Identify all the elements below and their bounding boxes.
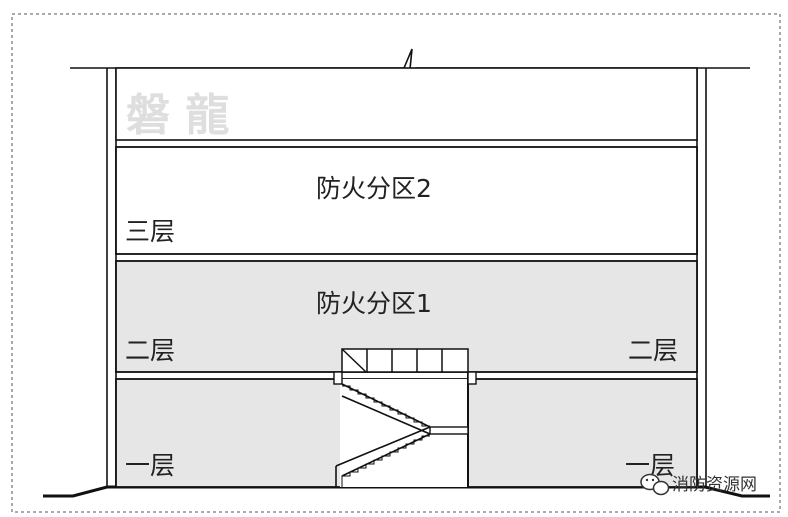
brand-text: 消防资源网 bbox=[672, 475, 757, 495]
floor-label-first-left: 一层 bbox=[125, 451, 175, 480]
stair-landing bbox=[429, 426, 469, 435]
floor-label-third: 三层 bbox=[125, 217, 175, 246]
floor-label-second-left: 二层 bbox=[125, 336, 175, 365]
fire-zone-2-area bbox=[115, 146, 698, 255]
fire-zone-2-label: 防火分区2 bbox=[316, 174, 432, 203]
dashed-frame bbox=[11, 13, 781, 513]
floor-label-second-right: 二层 bbox=[628, 336, 678, 365]
upper-floor-band bbox=[115, 67, 698, 141]
fire-zone-1-label: 防火分区1 bbox=[316, 289, 432, 318]
stairwell bbox=[333, 371, 477, 487]
wechat-icon bbox=[640, 473, 670, 496]
stair-railing bbox=[341, 348, 469, 373]
watermark-logo: 磐 龍 bbox=[126, 90, 229, 141]
